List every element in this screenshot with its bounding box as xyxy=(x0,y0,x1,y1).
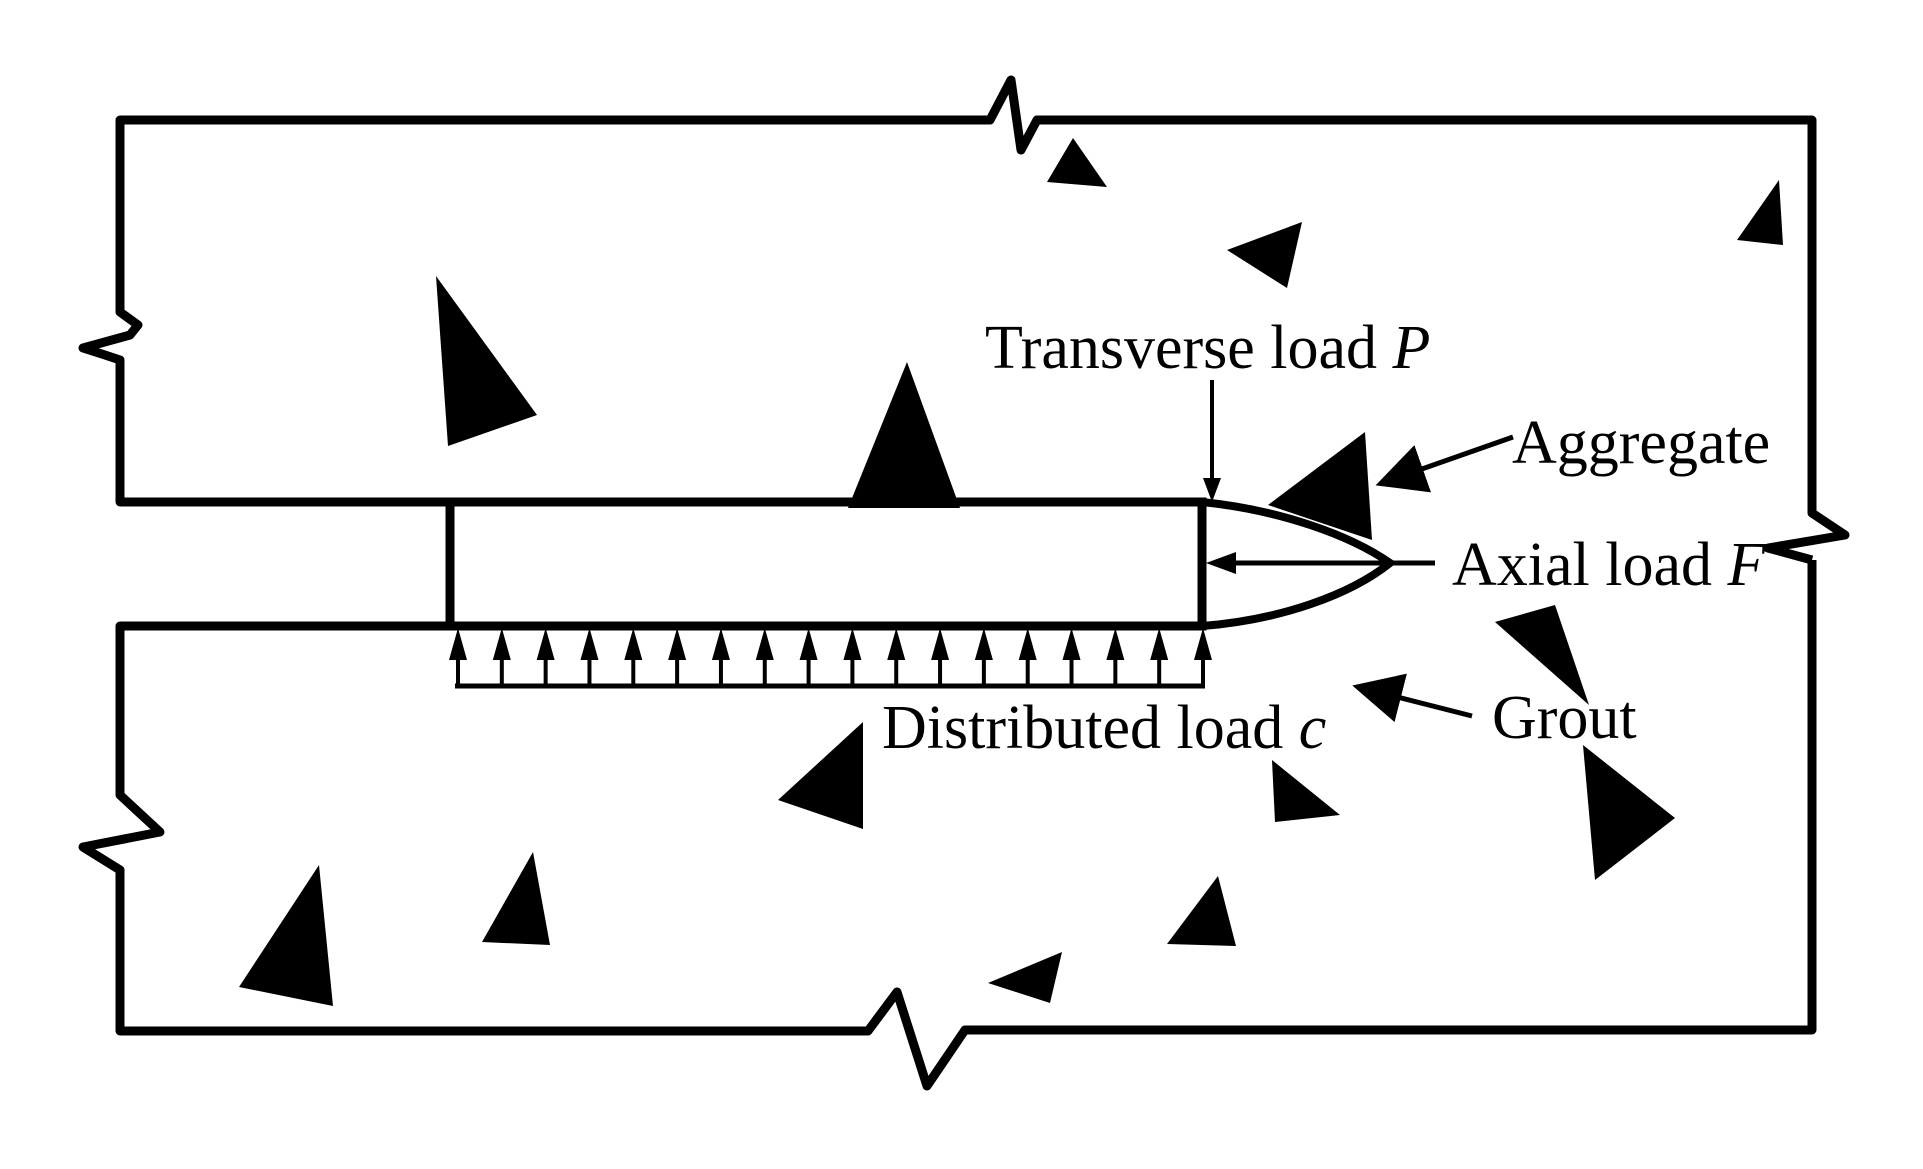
distributed-load-arrow xyxy=(799,628,818,686)
distributed-load-arrow xyxy=(974,628,993,686)
aggregate-particle xyxy=(1495,605,1589,705)
distributed-load-arrow xyxy=(755,628,774,686)
distributed-load-arrow xyxy=(1150,628,1169,686)
transverse-load-symbol: P xyxy=(1392,314,1431,382)
aggregate-particle xyxy=(1047,138,1107,187)
distributed-load-arrow xyxy=(1194,628,1212,686)
transverse-load-arrow xyxy=(1203,380,1221,502)
anchor-rod xyxy=(445,497,1207,631)
distributed-load-arrow xyxy=(449,628,467,686)
distributed-load-arrow xyxy=(668,628,687,686)
distributed-load-arrow xyxy=(887,628,906,686)
aggregate-particle xyxy=(436,276,537,446)
lower-block-outline xyxy=(78,560,1817,1091)
distributed-load-arrow xyxy=(492,628,511,686)
aggregate-particle xyxy=(988,952,1062,1003)
axial-load-arrow xyxy=(1206,552,1435,574)
aggregate-leader xyxy=(1375,434,1514,493)
distributed-load-arrow xyxy=(931,628,950,686)
transverse-load-label: Transverse load P xyxy=(985,314,1430,382)
aggregate-particle xyxy=(1167,876,1236,946)
distributed-load-text: Distributed load xyxy=(882,694,1299,762)
distributed-load-label: Distributed load c xyxy=(882,694,1326,762)
aggregate-particle xyxy=(1583,745,1675,880)
distributed-load-arrow xyxy=(1062,628,1081,686)
aggregate-particle xyxy=(1227,222,1302,288)
distributed-load-symbol: c xyxy=(1299,694,1327,762)
upper-block-outline xyxy=(78,75,1850,565)
aggregate-particle xyxy=(482,852,550,945)
grout-text: Grout xyxy=(1492,684,1637,752)
aggregate-particle xyxy=(848,362,960,508)
axial-load-label: Axial load F xyxy=(1452,531,1767,599)
distributed-load-arrow xyxy=(1018,628,1037,686)
distributed-load-arrow xyxy=(711,628,730,686)
aggregate-particle xyxy=(1268,432,1372,540)
aggregate-particles xyxy=(239,138,1783,1006)
axial-load-text: Axial load xyxy=(1452,531,1728,599)
distributed-load-arrow xyxy=(624,628,643,686)
aggregate-particle xyxy=(239,865,333,1006)
axial-load-symbol: F xyxy=(1727,531,1767,599)
transverse-load-text: Transverse load xyxy=(985,314,1393,382)
grout-label: Grout xyxy=(1492,684,1637,752)
grout-leader xyxy=(1352,673,1473,723)
distributed-load-arrow xyxy=(580,628,599,686)
aggregate-particle xyxy=(778,722,863,829)
distributed-load-arrows xyxy=(449,628,1212,686)
distributed-load-arrow xyxy=(1106,628,1125,686)
aggregate-particle xyxy=(1272,760,1340,822)
distributed-load-arrow xyxy=(536,628,555,686)
aggregate-text: Aggregate xyxy=(1512,409,1770,477)
distributed-load-arrow xyxy=(843,628,862,686)
aggregate-particle xyxy=(1737,180,1783,245)
aggregate-label: Aggregate xyxy=(1512,409,1770,477)
